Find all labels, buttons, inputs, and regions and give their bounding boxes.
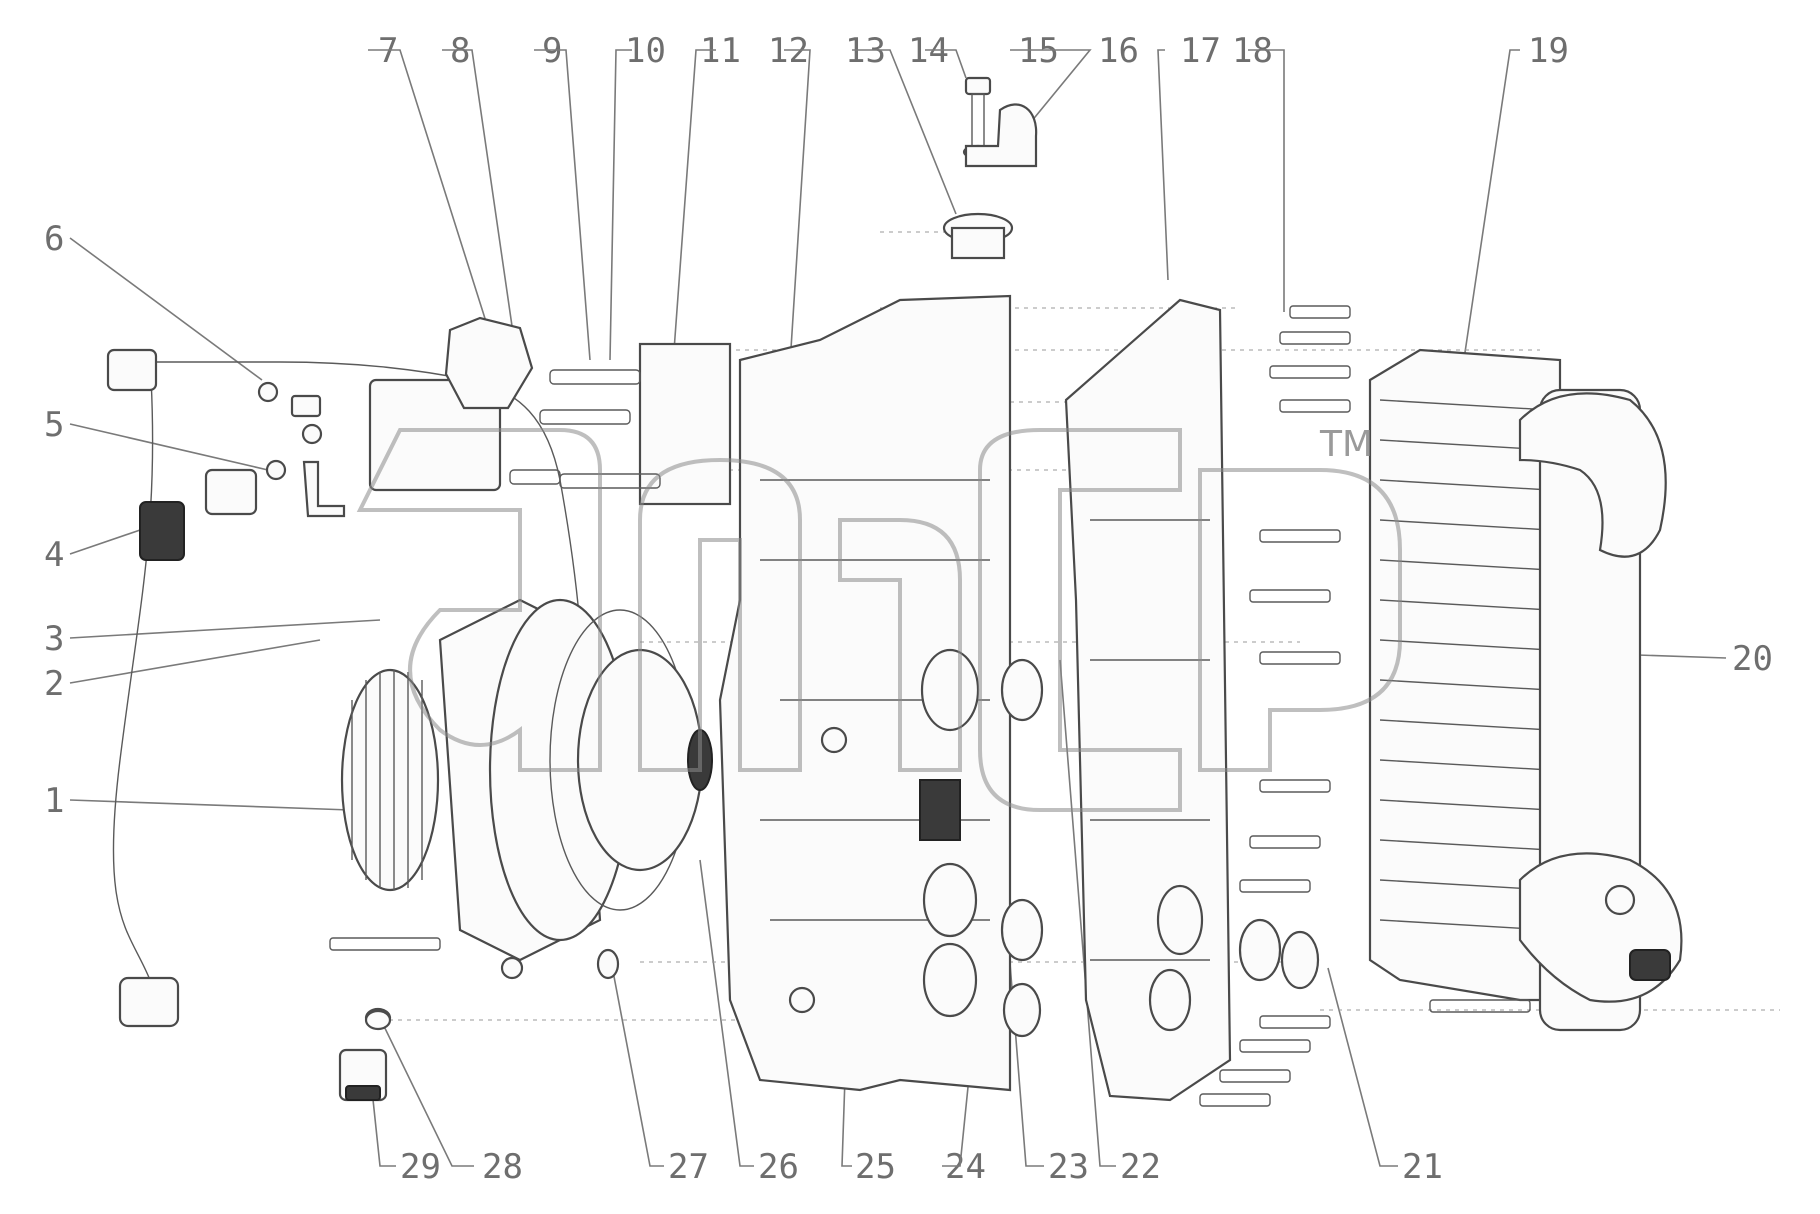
- callout-13: 13: [845, 31, 886, 71]
- callout-labels-left: 6 5 4 3 2 1: [44, 219, 64, 821]
- callout-5: 5: [44, 405, 64, 445]
- callout-26: 26: [758, 1147, 799, 1187]
- callout-12: 12: [768, 31, 809, 71]
- callout-10: 10: [625, 31, 666, 71]
- callout-19: 19: [1528, 31, 1569, 71]
- callout-14: 14: [908, 31, 949, 71]
- callout-11: 11: [700, 31, 741, 71]
- drain-plug: [338, 1009, 392, 1102]
- wiring-harness: [106, 348, 585, 1028]
- callout-29: 29: [400, 1147, 441, 1187]
- watermark: TM: [356, 424, 1402, 812]
- upper-bracket-assembly: [368, 316, 732, 506]
- callout-24: 24: [945, 1147, 986, 1187]
- small-hardware-top: [942, 76, 1038, 260]
- callout-21: 21: [1402, 1147, 1443, 1187]
- callout-labels-top: 7 8 9 10 11 12 13 14 15 16 17 18 19: [378, 31, 1569, 71]
- callout-7: 7: [378, 31, 398, 71]
- callout-8: 8: [450, 31, 470, 71]
- cover-plate: [1064, 298, 1320, 1102]
- callout-15: 15: [1018, 31, 1059, 71]
- oil-cooler: [1368, 348, 1683, 1032]
- callout-4: 4: [44, 535, 64, 575]
- callout-28: 28: [482, 1147, 523, 1187]
- callout-20: 20: [1732, 639, 1773, 679]
- callout-22: 22: [1120, 1147, 1161, 1187]
- main-housing: [718, 294, 1012, 1092]
- callout-1: 1: [44, 781, 64, 821]
- callout-18: 18: [1232, 31, 1273, 71]
- watermark-tm: TM: [1319, 424, 1373, 465]
- callout-17: 17: [1180, 31, 1221, 71]
- callout-23: 23: [1048, 1147, 1089, 1187]
- bolt-column: [1199, 305, 1351, 1107]
- callout-6: 6: [44, 219, 64, 259]
- callout-25: 25: [855, 1147, 896, 1187]
- callout-16: 16: [1098, 31, 1139, 71]
- callout-2: 2: [44, 664, 64, 704]
- callout-27: 27: [668, 1147, 709, 1187]
- long-bolt: [329, 937, 441, 951]
- callout-3: 3: [44, 619, 64, 659]
- harness-clips: [257, 381, 346, 518]
- callout-9: 9: [542, 31, 562, 71]
- callout-labels-bottom: 29 28 27 26 25 24 23 22 21: [400, 1147, 1443, 1187]
- pump-assembly: [340, 598, 713, 980]
